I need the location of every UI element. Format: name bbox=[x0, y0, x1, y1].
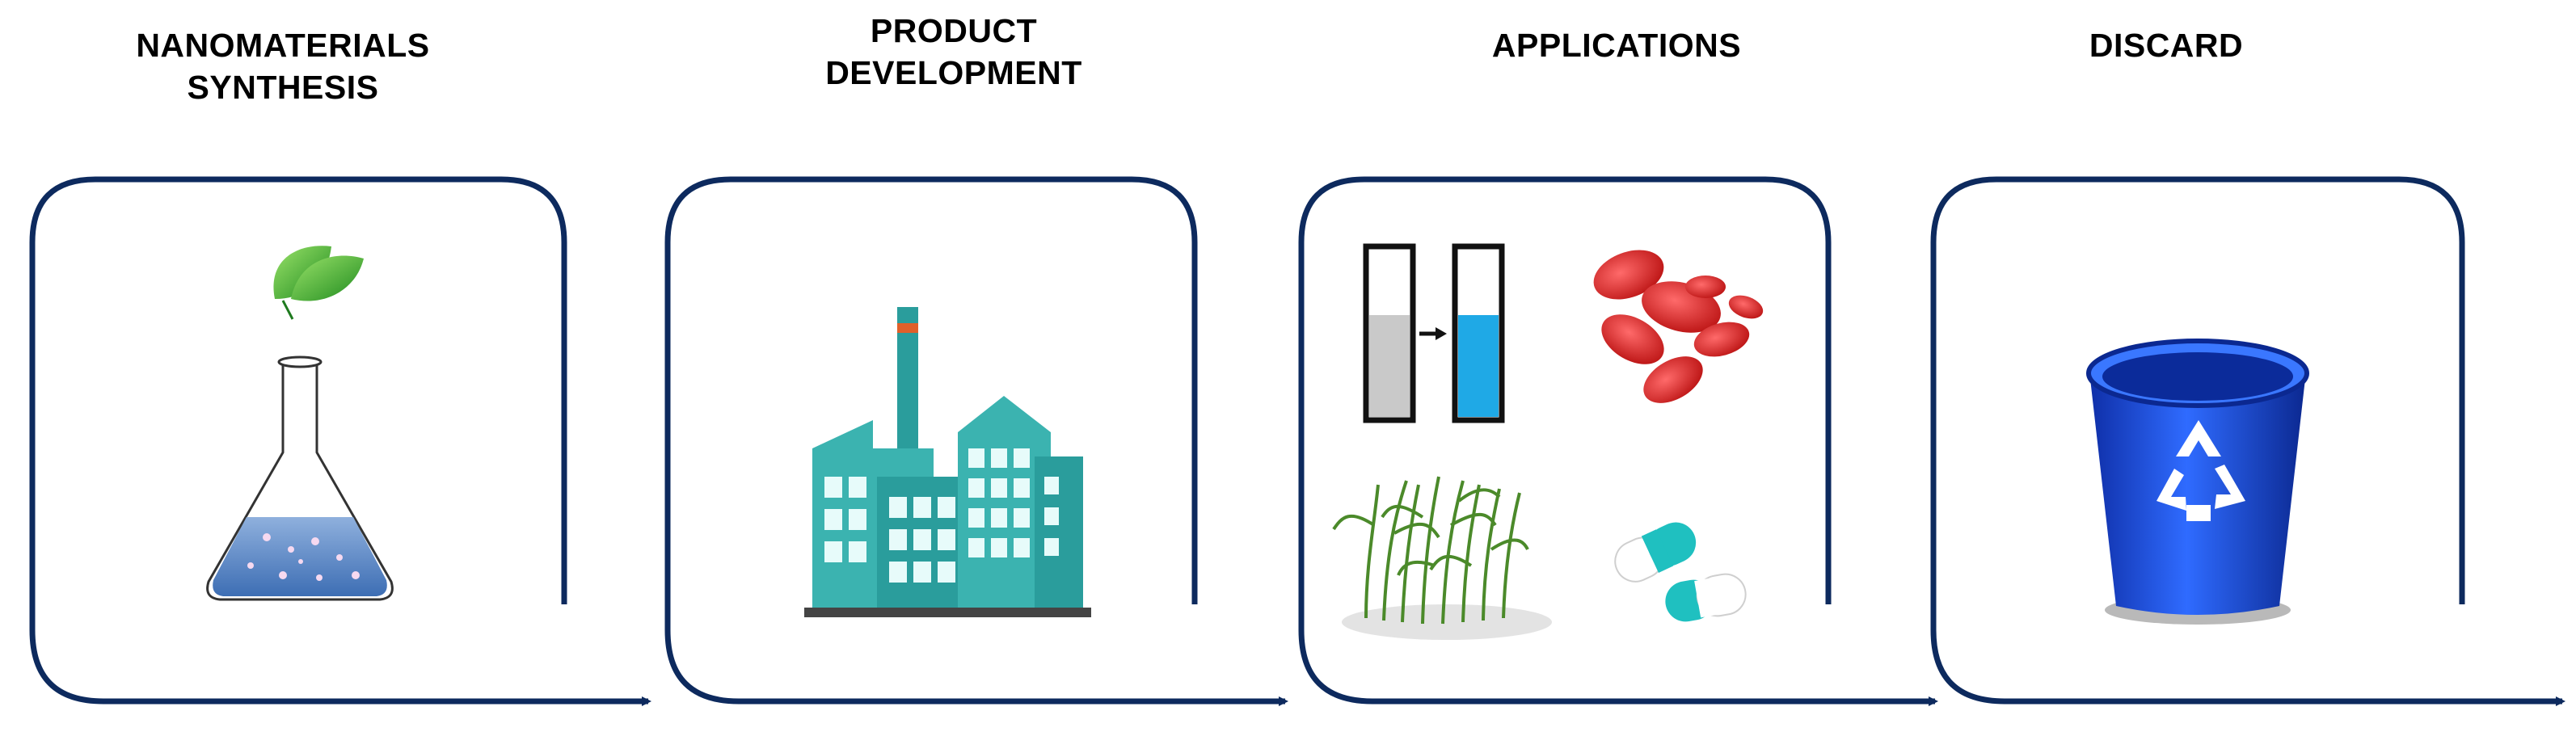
pill-capsules-icon bbox=[1614, 522, 1747, 622]
stage-frame-product-development bbox=[664, 176, 1288, 706]
stage-frame-discard bbox=[1930, 176, 2565, 706]
leaf-icon bbox=[273, 246, 364, 320]
recycle-bin-icon bbox=[2086, 339, 2309, 625]
stage-title-discard: DISCARD bbox=[2089, 27, 2244, 64]
stage-frame-applications bbox=[1298, 176, 1938, 706]
stage-frame-synthesis bbox=[29, 176, 651, 706]
test-tube-icon bbox=[1363, 243, 1505, 423]
red-blood-cells-icon bbox=[1593, 250, 1764, 403]
flask-icon bbox=[206, 355, 394, 601]
stage-title-applications: APPLICATIONS bbox=[1491, 27, 1742, 64]
factory-icon bbox=[804, 307, 1091, 617]
crop-plants-icon bbox=[1332, 476, 1552, 640]
